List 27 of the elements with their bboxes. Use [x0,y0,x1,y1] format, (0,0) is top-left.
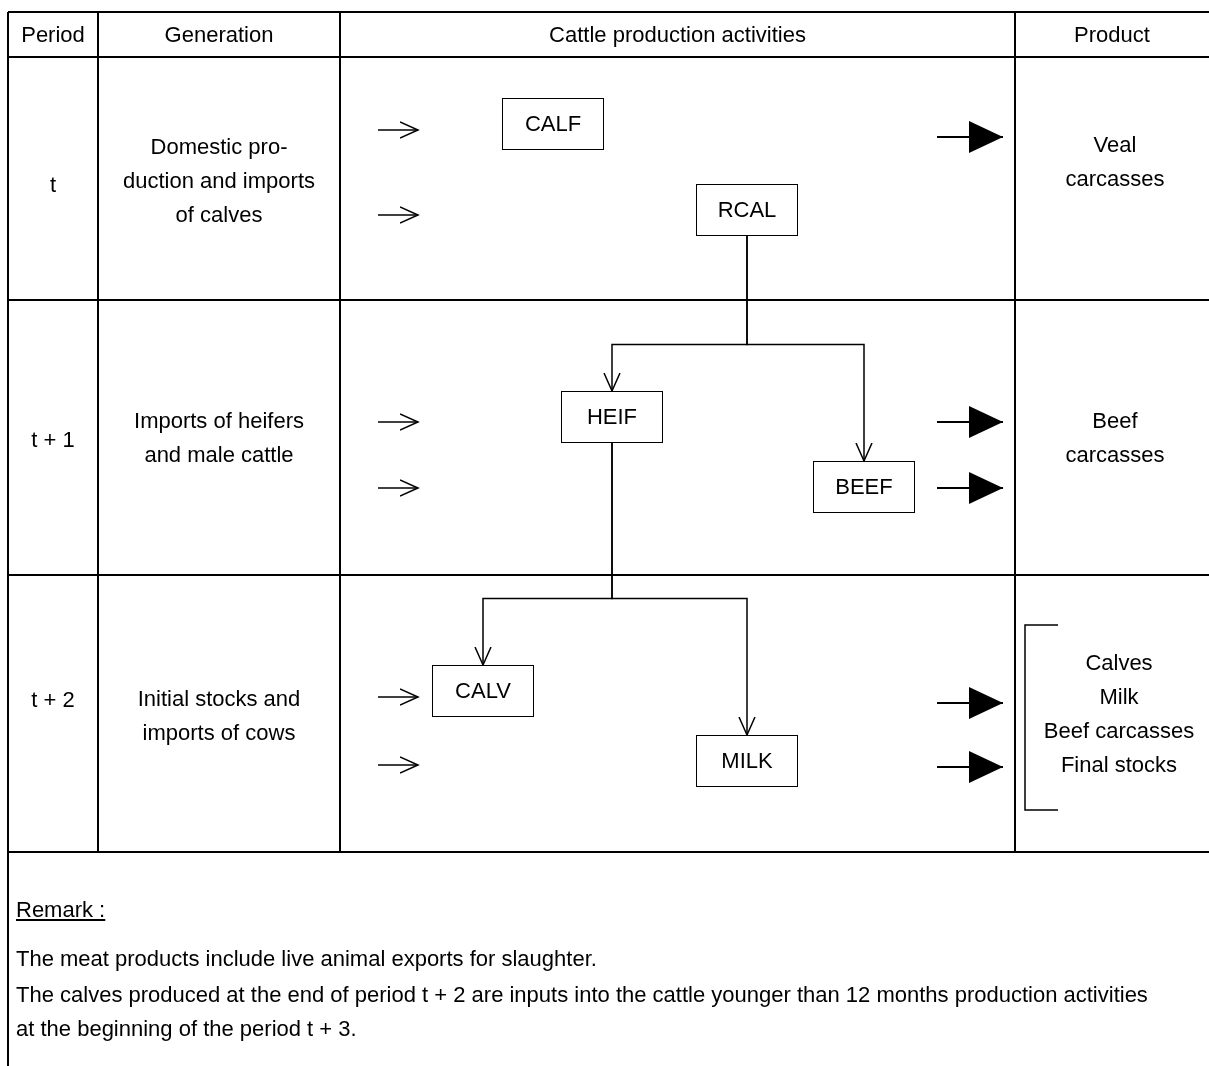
table-cell-text: Final stocks [1060,751,1178,779]
table-header: Cattle production activities [549,21,806,49]
remark-text: The meat products include live animal exports for slaughter. [16,945,597,973]
activity-box: MILK [696,735,798,787]
remark-heading: Remark : [16,896,106,924]
table-cell-text: Calves [1085,649,1153,677]
table-header: Generation [164,21,274,49]
table-cell-text: Veal carcasses [1064,131,1166,193]
arrow [746,235,873,462]
table-header: Period [21,21,85,49]
table-cell-text: Beef carcasses [1043,717,1195,745]
activity-box: BEEF [813,461,915,513]
table-cell-text: t + 1 [31,426,75,454]
activity-box: RCAL [696,184,798,236]
arrow [611,442,756,736]
table-cell-text: Imports of heifers and male cattle [133,407,305,469]
table-cell-text: Initial stocks and imports of cows [136,685,302,747]
activity-box: HEIF [561,391,663,443]
table-cell-text: Domestic pro- duction and imports of calves [122,133,316,229]
table-header: Product [1074,21,1150,49]
remark-text: The calves produced at the end of period t + 2 are inputs into the cattle younger than 12 months production activities at the beginning of the period t + 3. [16,981,1149,1043]
table-cell-text: Beef carcasses [1064,407,1166,469]
table-cell-text: t + 2 [31,686,75,714]
activity-box: CALV [432,665,534,717]
table-cell-text: t [49,171,57,199]
table-cell-text: Milk [1099,683,1139,711]
activity-box: CALF [502,98,604,150]
